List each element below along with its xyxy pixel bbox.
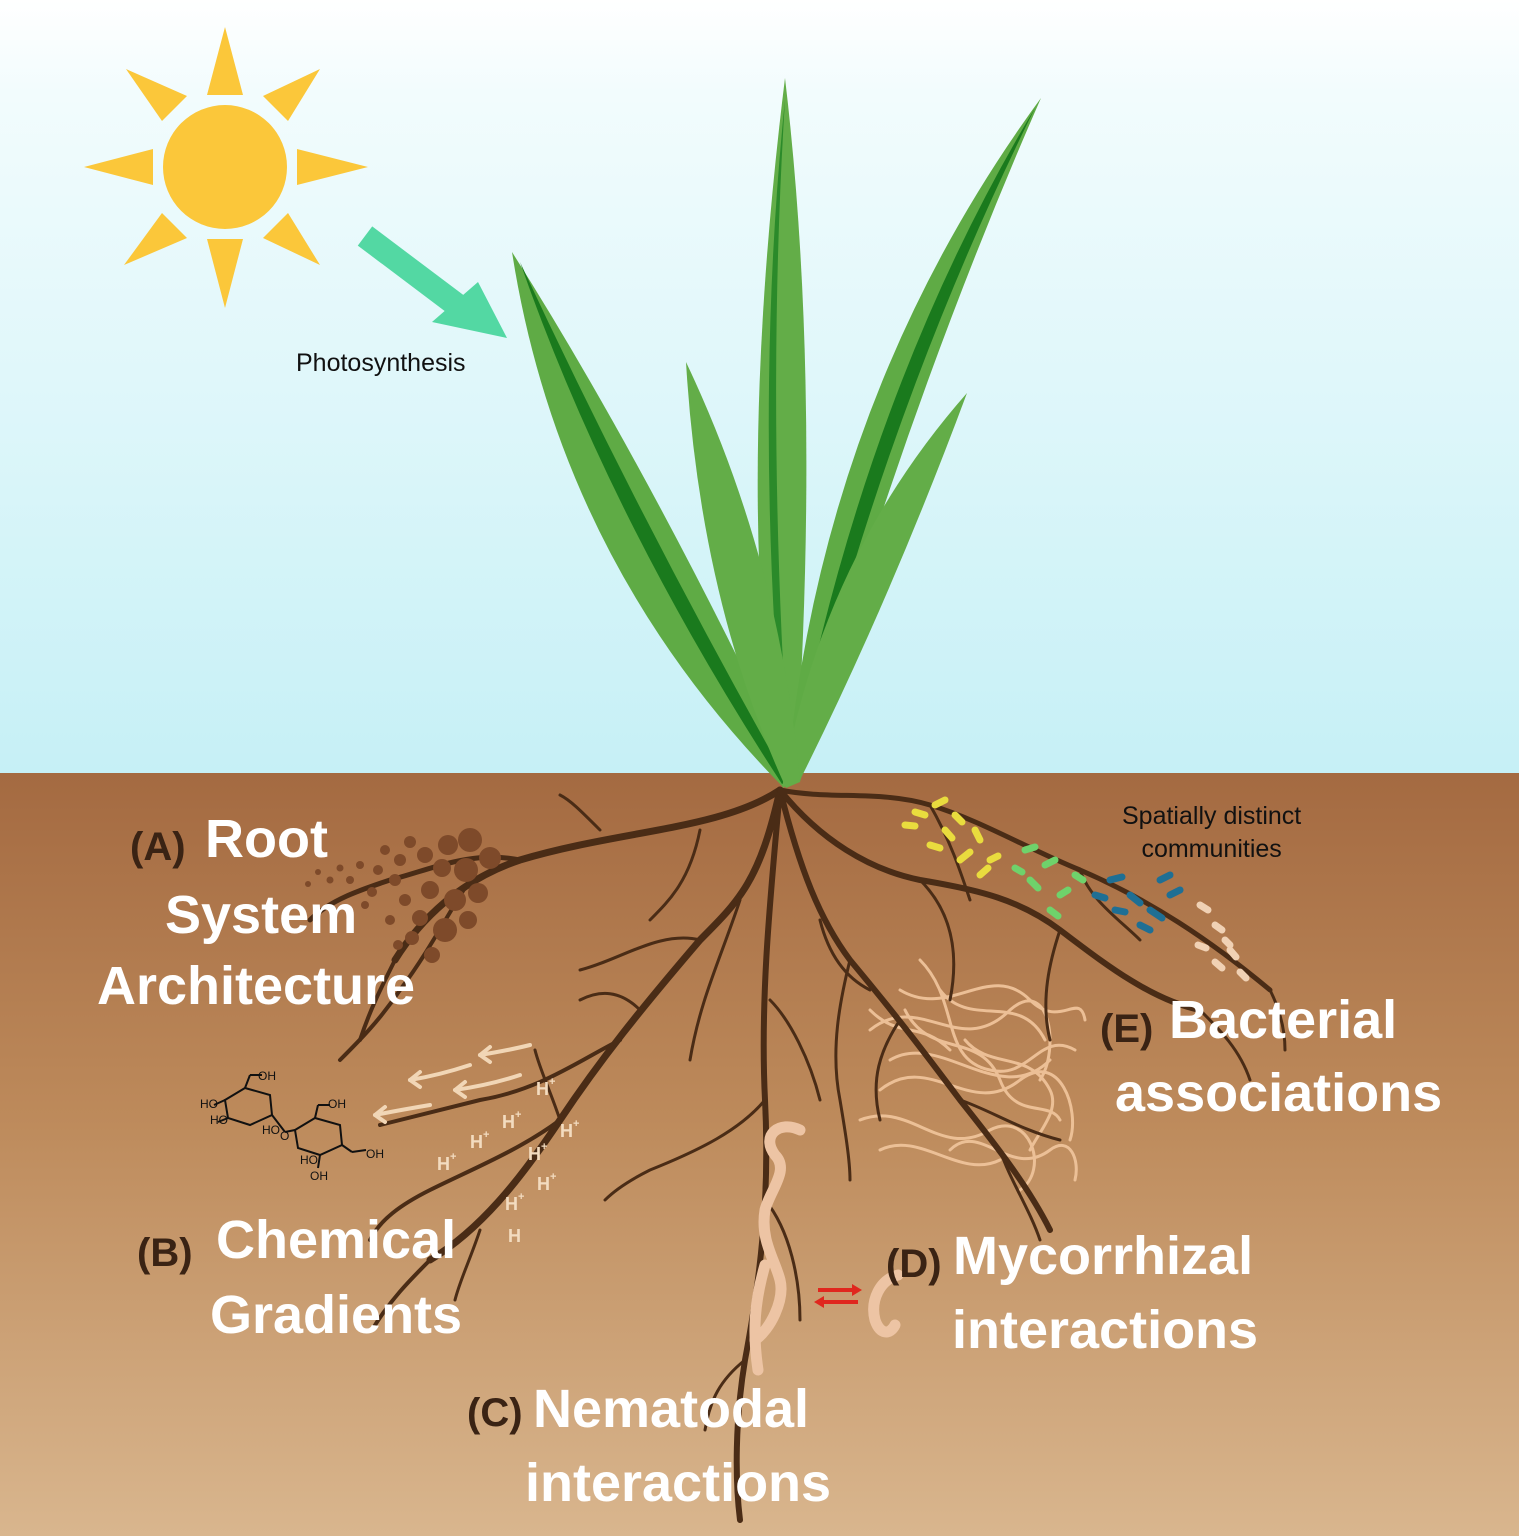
label-b-title-2: Gradients — [210, 1285, 463, 1345]
label-e-title-2: associations — [1115, 1063, 1443, 1123]
plant-leaves — [512, 78, 1041, 788]
label-d-letter: (D) — [886, 1242, 942, 1286]
svg-text:H: H — [505, 1194, 518, 1214]
svg-text:H: H — [528, 1144, 541, 1164]
svg-text:HO: HO — [200, 1097, 218, 1111]
sugar-molecule-icon: OH HO HO HO O OH HO OH OH — [200, 1069, 384, 1183]
svg-text:O: O — [280, 1129, 289, 1143]
hydrogen-ions: H+ H+ H+ H+ H+ H+ H+ H+ H — [437, 1076, 579, 1246]
svg-text:+: + — [515, 1109, 521, 1121]
spatially-distinct-label: Spatially distinct communities — [1122, 802, 1302, 863]
label-c-title-1: Nematodal — [533, 1379, 810, 1439]
svg-text:H: H — [502, 1112, 515, 1132]
bacteria-icon — [901, 796, 1250, 982]
label-d-title-2: interactions — [952, 1300, 1259, 1360]
label-e-letter: (E) — [1100, 1007, 1154, 1051]
soil — [0, 773, 1519, 1536]
label-a-title-2: System — [165, 885, 358, 945]
svg-text:H: H — [437, 1154, 450, 1174]
svg-text:OH: OH — [310, 1169, 328, 1183]
label-e-title-1: Bacterial — [1169, 990, 1398, 1050]
svg-text:H: H — [536, 1079, 549, 1099]
svg-text:+: + — [483, 1129, 489, 1141]
svg-text:+: + — [573, 1118, 579, 1130]
root-hair-dots — [305, 828, 501, 963]
label-a-title-3: Architecture — [97, 956, 416, 1016]
label-b-letter: (B) — [137, 1231, 193, 1275]
label-d-title-1: Mycorrhizal — [953, 1226, 1254, 1286]
svg-text:+: + — [550, 1171, 556, 1183]
svg-text:HO: HO — [210, 1113, 228, 1127]
svg-text:OH: OH — [366, 1147, 384, 1161]
label-a-letter: (A) — [130, 825, 186, 869]
svg-text:HO: HO — [300, 1153, 318, 1167]
svg-text:H: H — [470, 1132, 483, 1152]
label-b-title-1: Chemical — [216, 1210, 457, 1270]
svg-text:H: H — [537, 1174, 550, 1194]
nematode-icon — [749, 1121, 806, 1376]
svg-text:OH: OH — [258, 1069, 276, 1083]
mycorrhiza-spore-icon — [868, 1269, 904, 1338]
svg-text:+: + — [541, 1141, 547, 1153]
exudate-arrows-icon — [373, 1043, 532, 1124]
fungal-hyphae-icon — [858, 958, 1087, 1192]
label-c-letter: (C) — [467, 1391, 523, 1435]
photosynthesis-arrow-icon — [357, 226, 507, 338]
svg-text:+: + — [450, 1151, 456, 1163]
sun-icon — [84, 27, 368, 308]
exchange-arrows-icon — [814, 1284, 862, 1308]
label-a-title-1: Root — [205, 809, 328, 869]
svg-text:HO: HO — [262, 1123, 280, 1137]
svg-text:H: H — [508, 1226, 521, 1246]
photosynthesis-label: Photosynthesis — [296, 349, 466, 377]
svg-text:+: + — [549, 1076, 555, 1088]
label-c-title-2: interactions — [525, 1453, 832, 1513]
svg-text:OH: OH — [328, 1097, 346, 1111]
svg-text:+: + — [518, 1191, 524, 1203]
svg-text:H: H — [560, 1121, 573, 1141]
